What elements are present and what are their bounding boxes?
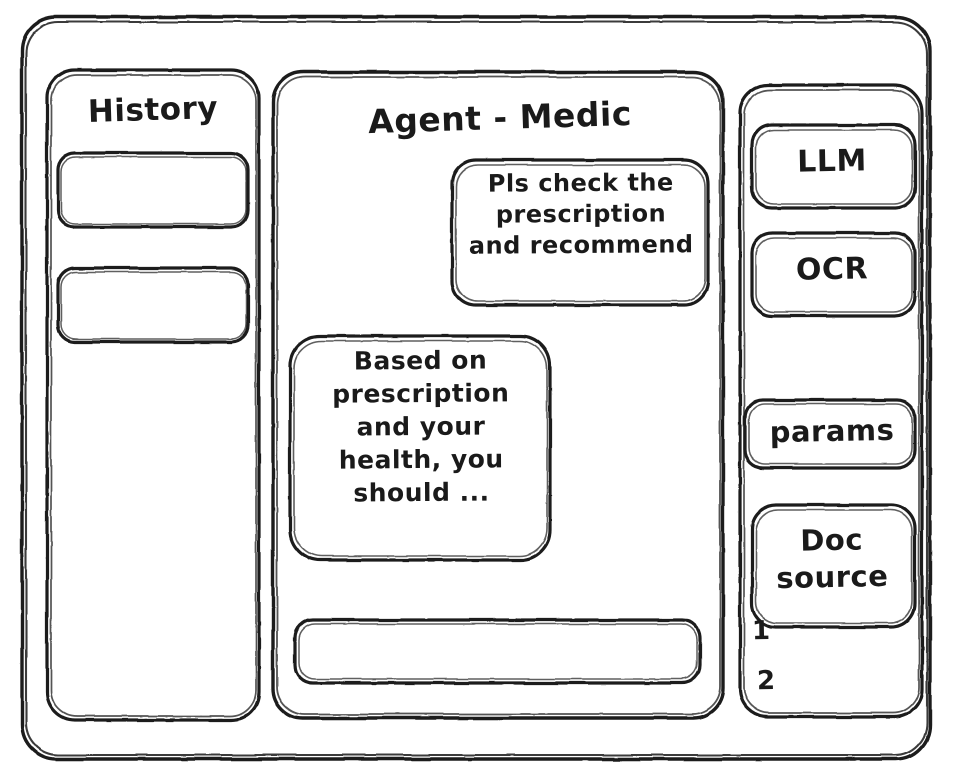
agent-panel-frame (271, 70, 725, 720)
user-message-bubble-frame (450, 158, 710, 307)
doc-source-item-1[interactable] (748, 612, 788, 652)
doc-source-button-frame (750, 503, 917, 629)
assistant-message-bubble (290, 336, 550, 560)
history-panel-frame (45, 68, 261, 722)
doc-source-button[interactable] (752, 505, 915, 627)
params-button[interactable] (745, 400, 915, 468)
composer-input[interactable] (295, 620, 700, 683)
history-item-1-frame (56, 151, 250, 229)
composer-input-frame (293, 618, 702, 685)
user-message-bubble (452, 160, 708, 305)
history-item-1[interactable] (58, 153, 248, 227)
llm-button[interactable] (752, 125, 915, 208)
assistant-message-bubble-frame (288, 334, 552, 562)
params-button-frame (743, 398, 917, 470)
ocr-button-frame (750, 231, 917, 318)
history-item-2-frame (56, 266, 250, 344)
doc-source-item-2[interactable] (752, 662, 792, 702)
app-window-frame (20, 15, 932, 761)
ocr-button[interactable] (752, 233, 915, 316)
tools-panel-frame (738, 83, 924, 719)
llm-button-frame (750, 123, 917, 210)
history-item-2[interactable] (58, 268, 248, 342)
